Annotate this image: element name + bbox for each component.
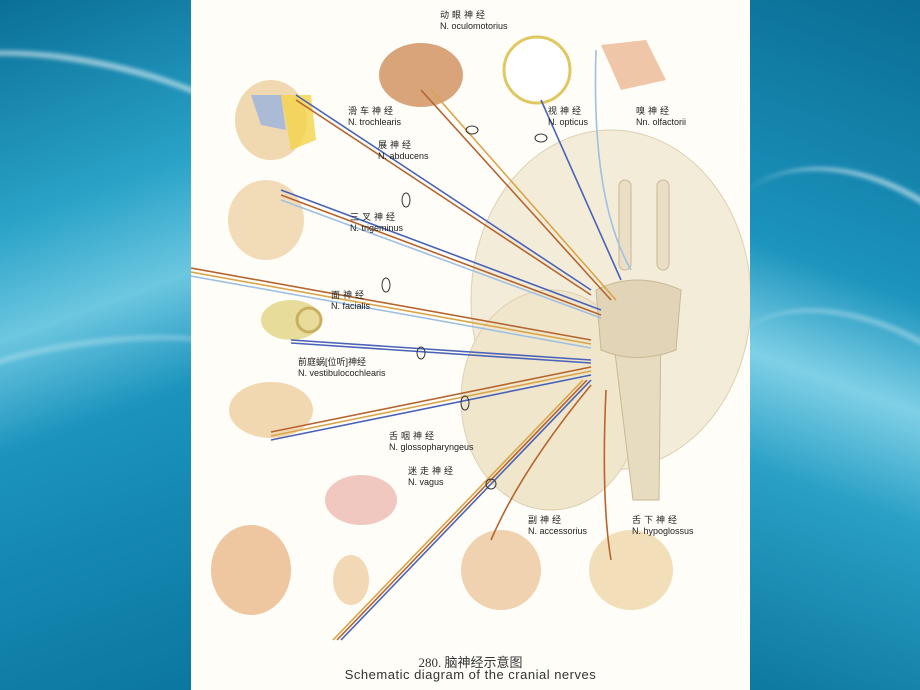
abdominal-organs xyxy=(211,525,291,615)
label-en: N. glossopharyngeus xyxy=(389,442,474,452)
head-profile xyxy=(228,180,304,260)
lungs-heart xyxy=(325,475,397,525)
background-right-panel xyxy=(648,0,920,690)
ear xyxy=(333,555,369,605)
olfactory-bulb xyxy=(618,179,632,271)
label-zh: 前庭蜗[位听]神经 xyxy=(298,357,367,367)
orbit-eye xyxy=(379,43,463,107)
background-left-panel xyxy=(0,0,313,690)
label-en: N. trigeminus xyxy=(350,223,404,233)
label-zh: 舌下神经 xyxy=(632,515,681,525)
label-zh: 嗅神经 xyxy=(636,106,673,116)
label-en: N. trochlearis xyxy=(348,117,402,127)
nose xyxy=(601,40,666,90)
olfactory-bulb xyxy=(656,179,670,271)
label-en: N. oculomotorius xyxy=(440,21,508,31)
label-zh: 三叉神经 xyxy=(350,212,399,222)
label-en: N. vagus xyxy=(408,477,444,487)
nerve-ring-markers xyxy=(381,125,548,490)
eyeball xyxy=(502,35,572,105)
inner-ear xyxy=(261,300,321,340)
face-hypoglossal xyxy=(589,530,673,610)
pons xyxy=(595,279,682,358)
label-zh: 面神经 xyxy=(331,290,368,300)
figure-caption-english: Schematic diagram of the cranial nerves xyxy=(344,667,597,682)
label-zh: 滑车神经 xyxy=(348,106,397,116)
nerve-lines xyxy=(191,49,632,641)
label-zh: 迷走神经 xyxy=(408,466,457,476)
label-en: N. opticus xyxy=(548,117,589,127)
label-en: N. abducens xyxy=(378,151,429,161)
label-en: N. accessorius xyxy=(528,526,588,536)
label-en: Nn. olfactorii xyxy=(636,117,687,127)
label-zh: 副神经 xyxy=(528,515,565,525)
label-zh: 动眼神经 xyxy=(440,10,489,20)
label-en: N. vestibulocochlearis xyxy=(298,368,386,378)
face-glossopharyngeal xyxy=(229,382,313,438)
neck-accessory xyxy=(461,530,541,610)
figure-caption-chinese: 280. 脑神经示意图 xyxy=(418,655,523,670)
label-en: N. hypoglossus xyxy=(632,526,694,536)
label-zh: 展神经 xyxy=(378,140,415,150)
label-zh: 视神经 xyxy=(548,106,585,116)
label-en: N. facialis xyxy=(331,301,371,311)
anatomy-drawing xyxy=(191,35,750,641)
label-zh: 舌咽神经 xyxy=(389,431,438,441)
